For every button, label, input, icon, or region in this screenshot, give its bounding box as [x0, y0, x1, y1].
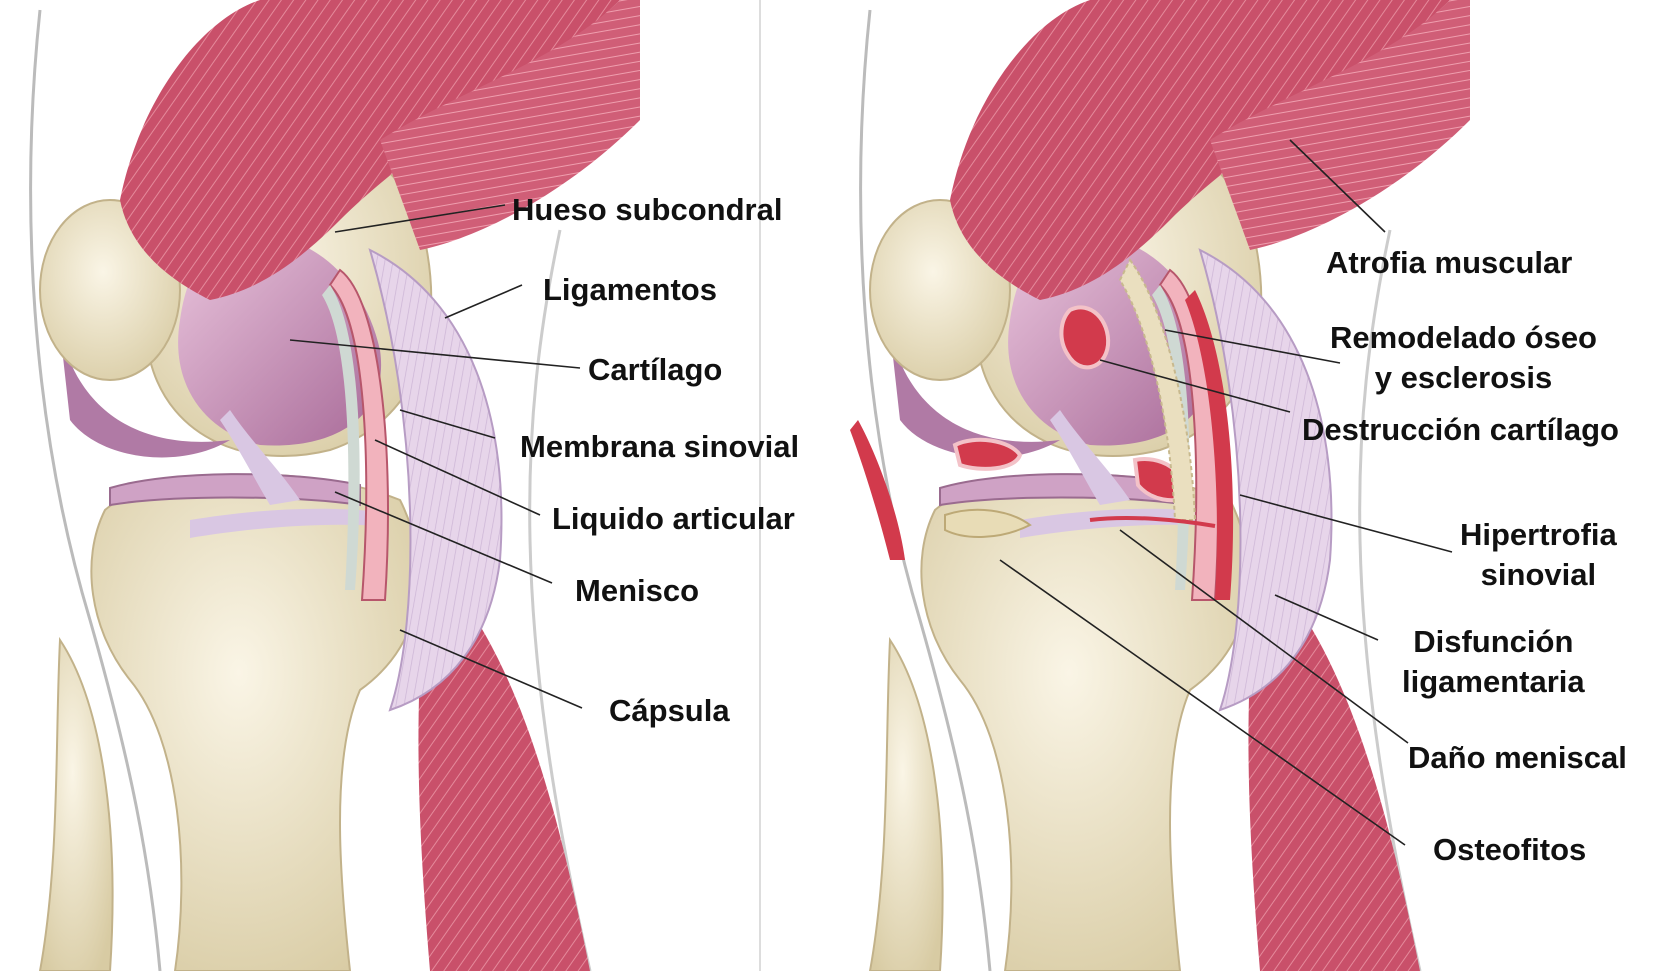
- label-hueso-subcondral: Hueso subcondral: [512, 190, 782, 230]
- label-atrofia-muscular: Atrofia muscular: [1326, 243, 1572, 283]
- label-hipertrofia-sinovial: Hipertrofia sinovial: [1460, 515, 1617, 595]
- label-remodelado-oseo: Remodelado óseo y esclerosis: [1330, 318, 1597, 398]
- healthy-knee-illustration: [31, 0, 640, 971]
- label-ligamentos: Ligamentos: [543, 270, 717, 310]
- label-cartilago: Cartílago: [588, 350, 722, 390]
- label-menisco: Menisco: [575, 571, 699, 611]
- label-membrana-sinovial: Membrana sinovial: [520, 427, 799, 467]
- label-liquido-articular: Liquido articular: [552, 499, 795, 539]
- label-capsula: Cápsula: [609, 691, 730, 731]
- label-destruccion-cartilago: Destrucción cartílago: [1302, 410, 1619, 450]
- label-osteofitos: Osteofitos: [1433, 830, 1586, 870]
- leader-ligamentos: [445, 285, 522, 318]
- label-dano-meniscal: Daño meniscal: [1408, 738, 1627, 778]
- label-disfuncion-ligamentaria: Disfunción ligamentaria: [1402, 622, 1585, 702]
